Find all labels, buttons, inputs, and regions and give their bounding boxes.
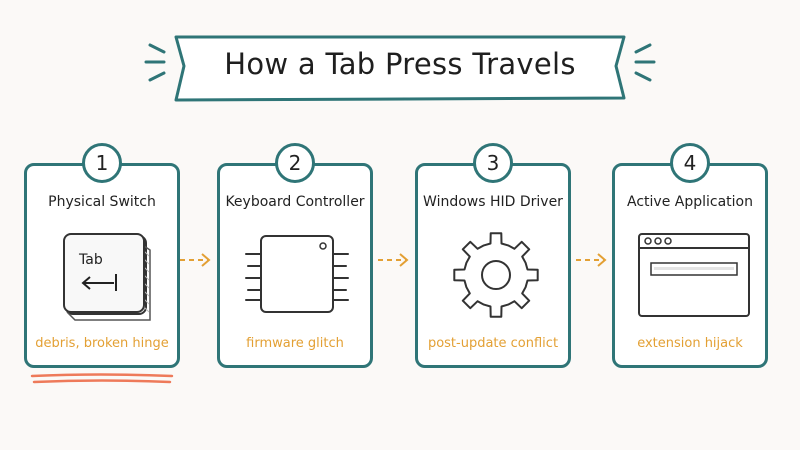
- step-caption: firmware glitch: [246, 336, 344, 351]
- tab-key-label: Tab: [78, 252, 103, 268]
- step-card-keyboard-controller: Keyboard Controller firmware glitch: [217, 163, 373, 368]
- gear-icon: [453, 232, 539, 318]
- step-number-badge: 2: [275, 143, 315, 183]
- step-caption: extension hijack: [637, 336, 743, 351]
- step-number-badge: 3: [473, 143, 513, 183]
- step-title: Keyboard Controller: [225, 194, 365, 210]
- step-caption: post-update conflict: [427, 336, 559, 351]
- flow-arrow: [180, 253, 211, 267]
- step-title: Active Application: [627, 194, 753, 210]
- left-accent-marks: [144, 43, 166, 82]
- step-title: Windows HID Driver: [423, 194, 563, 210]
- app-window-icon: [638, 233, 750, 317]
- step-number-badge: 4: [670, 143, 710, 183]
- chip-icon: [245, 235, 349, 313]
- step-card-windows-hid-driver: Windows HID Driver post-update conflict: [415, 163, 571, 368]
- step-title: Physical Switch: [48, 194, 156, 210]
- step-card-active-application: Active Application extension hijack: [612, 163, 768, 368]
- title-banner: [144, 35, 656, 102]
- tab-key-icon: Tab: [63, 233, 151, 321]
- diagram-title: How a Tab Press Travels: [224, 47, 576, 81]
- step-caption: debris, broken hinge: [35, 336, 169, 351]
- flow-arrow: [576, 253, 607, 267]
- highlight-underline: [30, 373, 174, 384]
- right-accent-marks: [634, 43, 656, 82]
- step-card-physical-switch: Physical Switch Tab debris, broken hinge: [24, 163, 180, 368]
- flow-arrow: [378, 253, 409, 267]
- step-number-badge: 1: [82, 143, 122, 183]
